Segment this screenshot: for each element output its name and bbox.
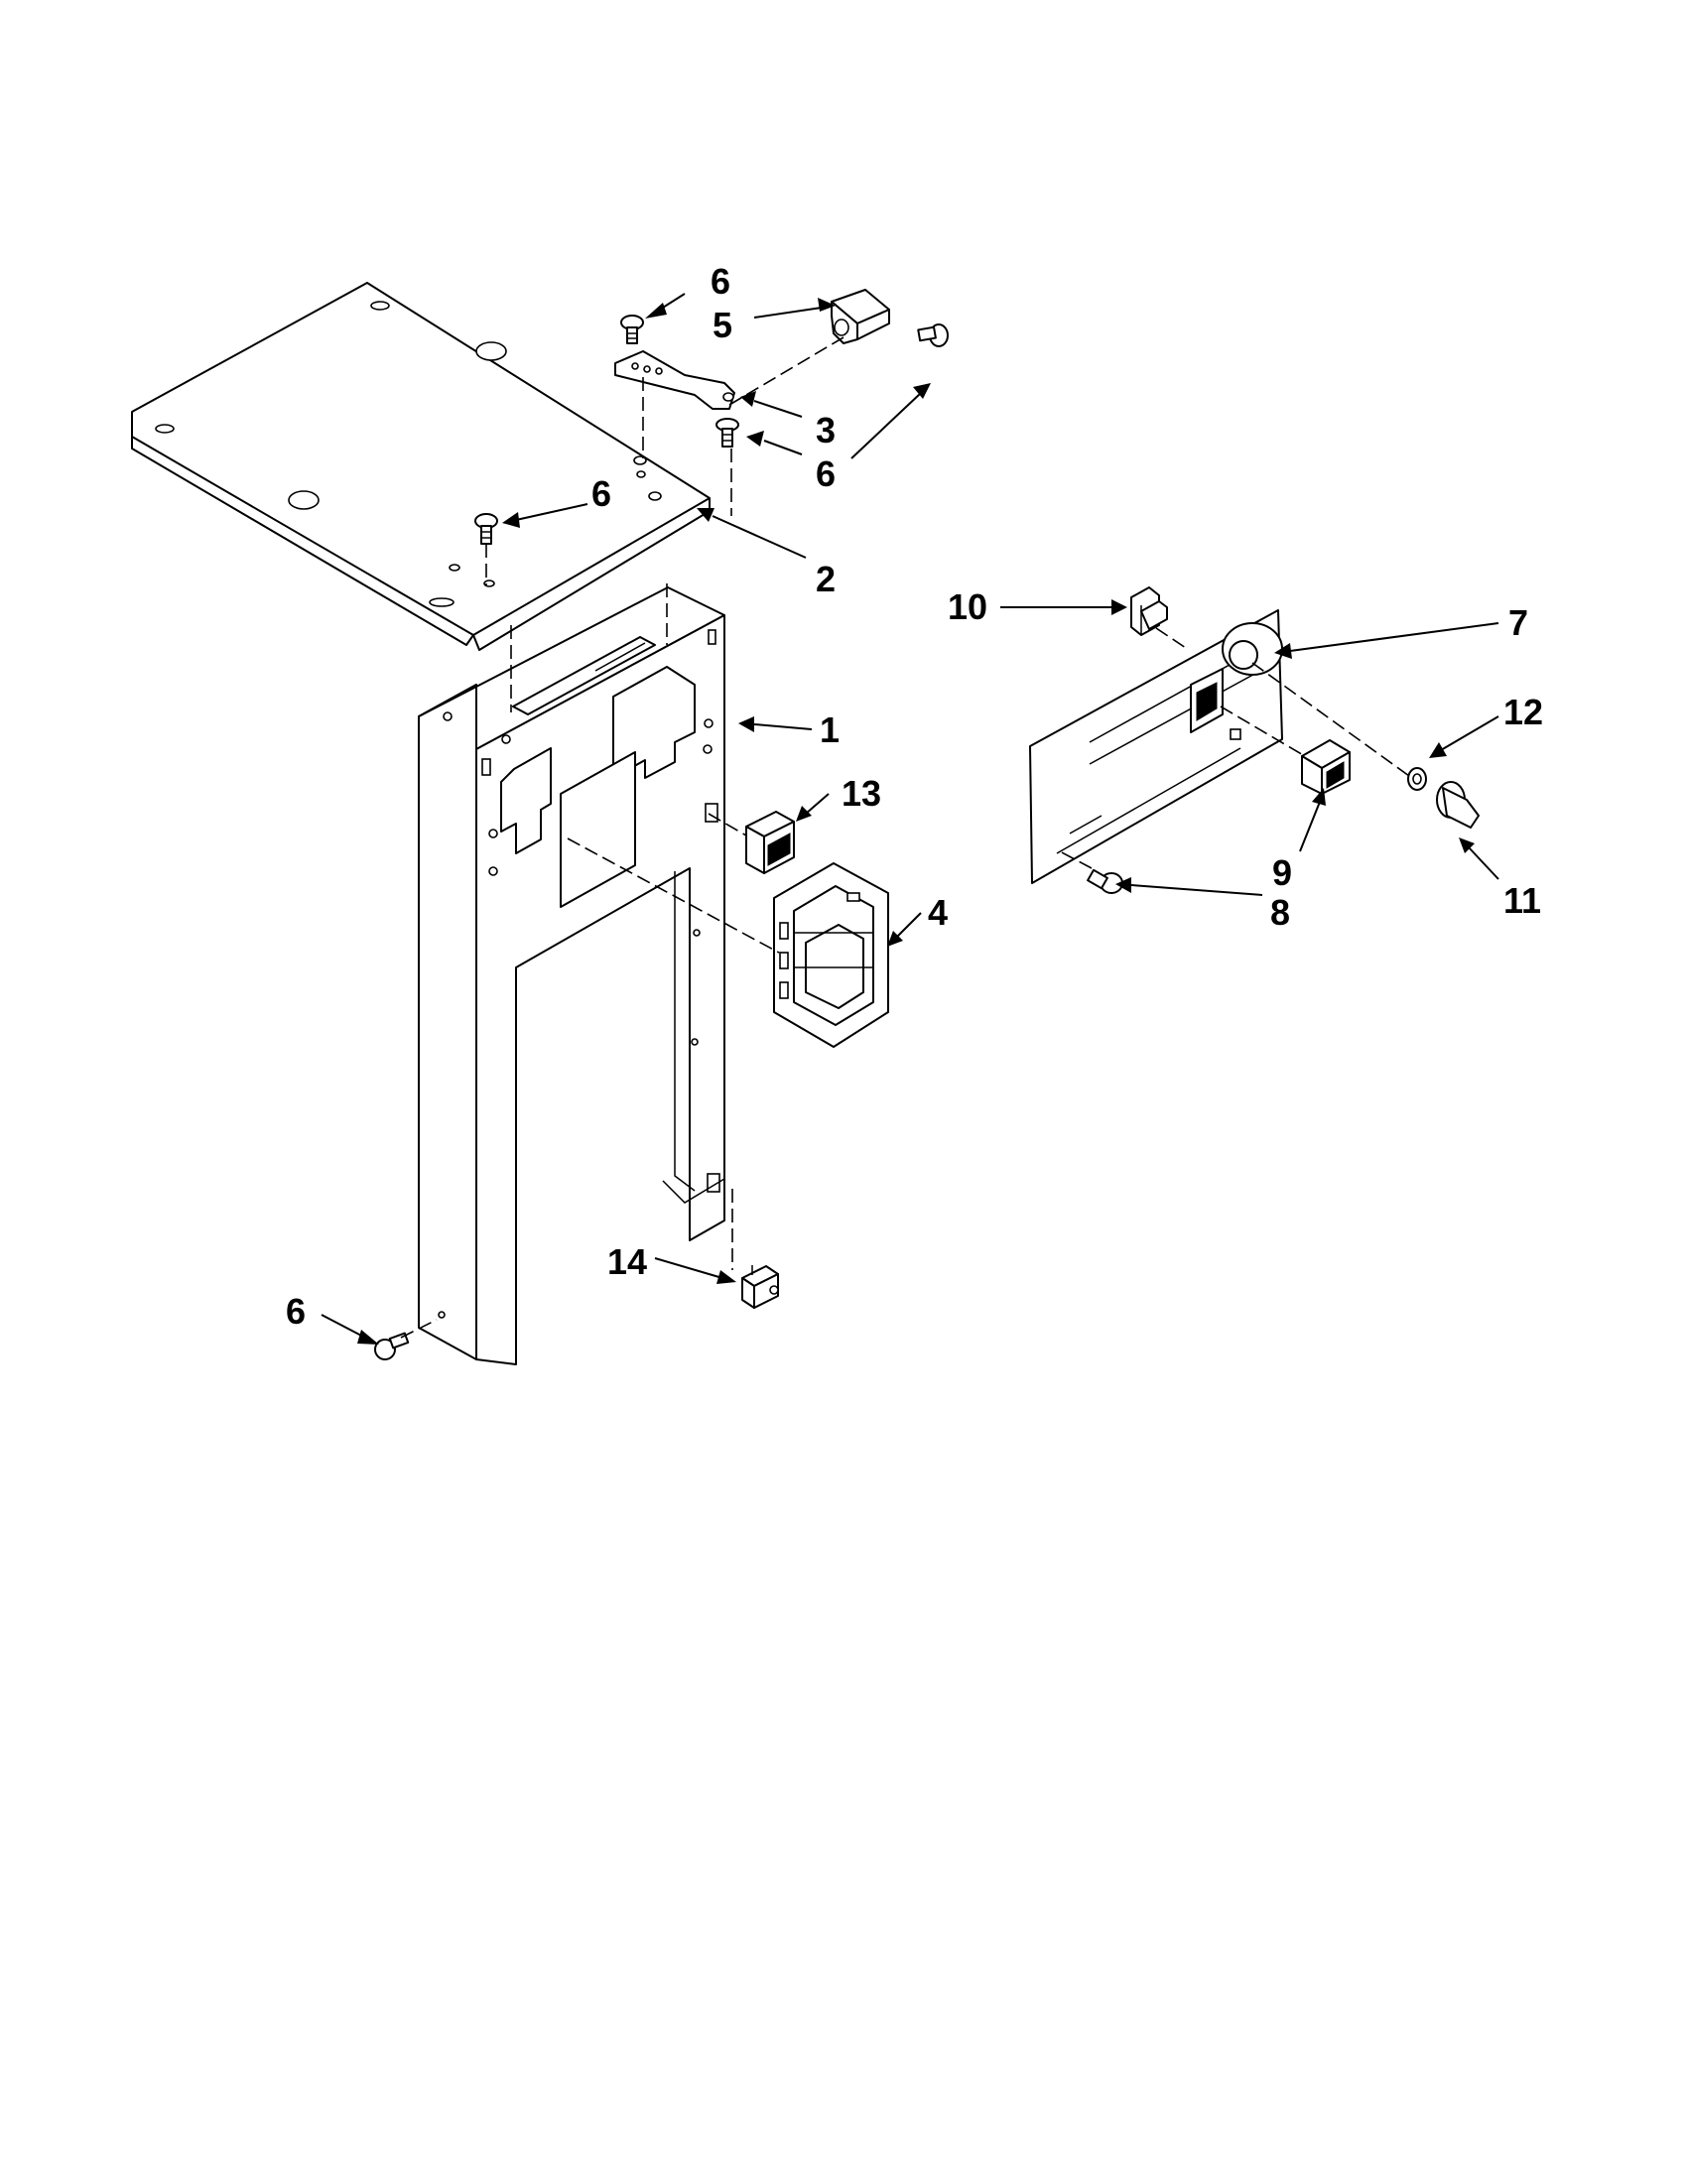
- callout-10: 10: [948, 586, 987, 627]
- callout-12: 12: [1503, 692, 1543, 732]
- callout-4: 4: [928, 892, 948, 933]
- screw-bracket-lower: [715, 418, 739, 448]
- callout-8: 8: [1270, 892, 1290, 933]
- rubber-foot-part-5: [831, 289, 890, 344]
- callout-11: 11: [1503, 880, 1541, 921]
- callout-3: 3: [816, 410, 836, 450]
- callout-14: 14: [607, 1241, 647, 1282]
- callout-6-top: 6: [711, 261, 730, 302]
- housing-part-4: [773, 862, 889, 1048]
- rocker-switch-part-13: [745, 811, 795, 874]
- top-plate-part-2: [131, 282, 711, 651]
- bracket-part-3: [614, 350, 735, 410]
- knob-parts-11-12: [1407, 767, 1480, 829]
- leader-lines: [321, 293, 1499, 1345]
- side-frame-part-1: [418, 586, 725, 1365]
- callout-13: 13: [842, 773, 881, 814]
- screw-top-right: [917, 323, 949, 347]
- callout-7: 7: [1508, 602, 1528, 643]
- assembly-dashed-lines: [400, 336, 1410, 1339]
- callout-6-plate: 6: [591, 473, 611, 514]
- door-switch-part-14: [741, 1265, 779, 1309]
- callout-labels: 6 5 3 6 6 2 1 13 4 14 6 10 7 12 9 8 11: [286, 261, 1543, 1332]
- control-panel-part-7: [1029, 609, 1283, 884]
- callout-1: 1: [820, 709, 840, 750]
- callout-6-bottom: 6: [286, 1291, 306, 1332]
- callout-5: 5: [713, 305, 732, 345]
- switch-part-10: [1130, 586, 1168, 636]
- selector-switch-part-9: [1301, 739, 1351, 795]
- callout-2: 2: [816, 559, 836, 599]
- callout-6-bracket: 6: [816, 453, 836, 494]
- screw-top-left: [620, 315, 644, 344]
- screw-plate: [474, 513, 498, 545]
- screw-panel-part-8: [1087, 868, 1123, 894]
- callout-9: 9: [1272, 852, 1292, 893]
